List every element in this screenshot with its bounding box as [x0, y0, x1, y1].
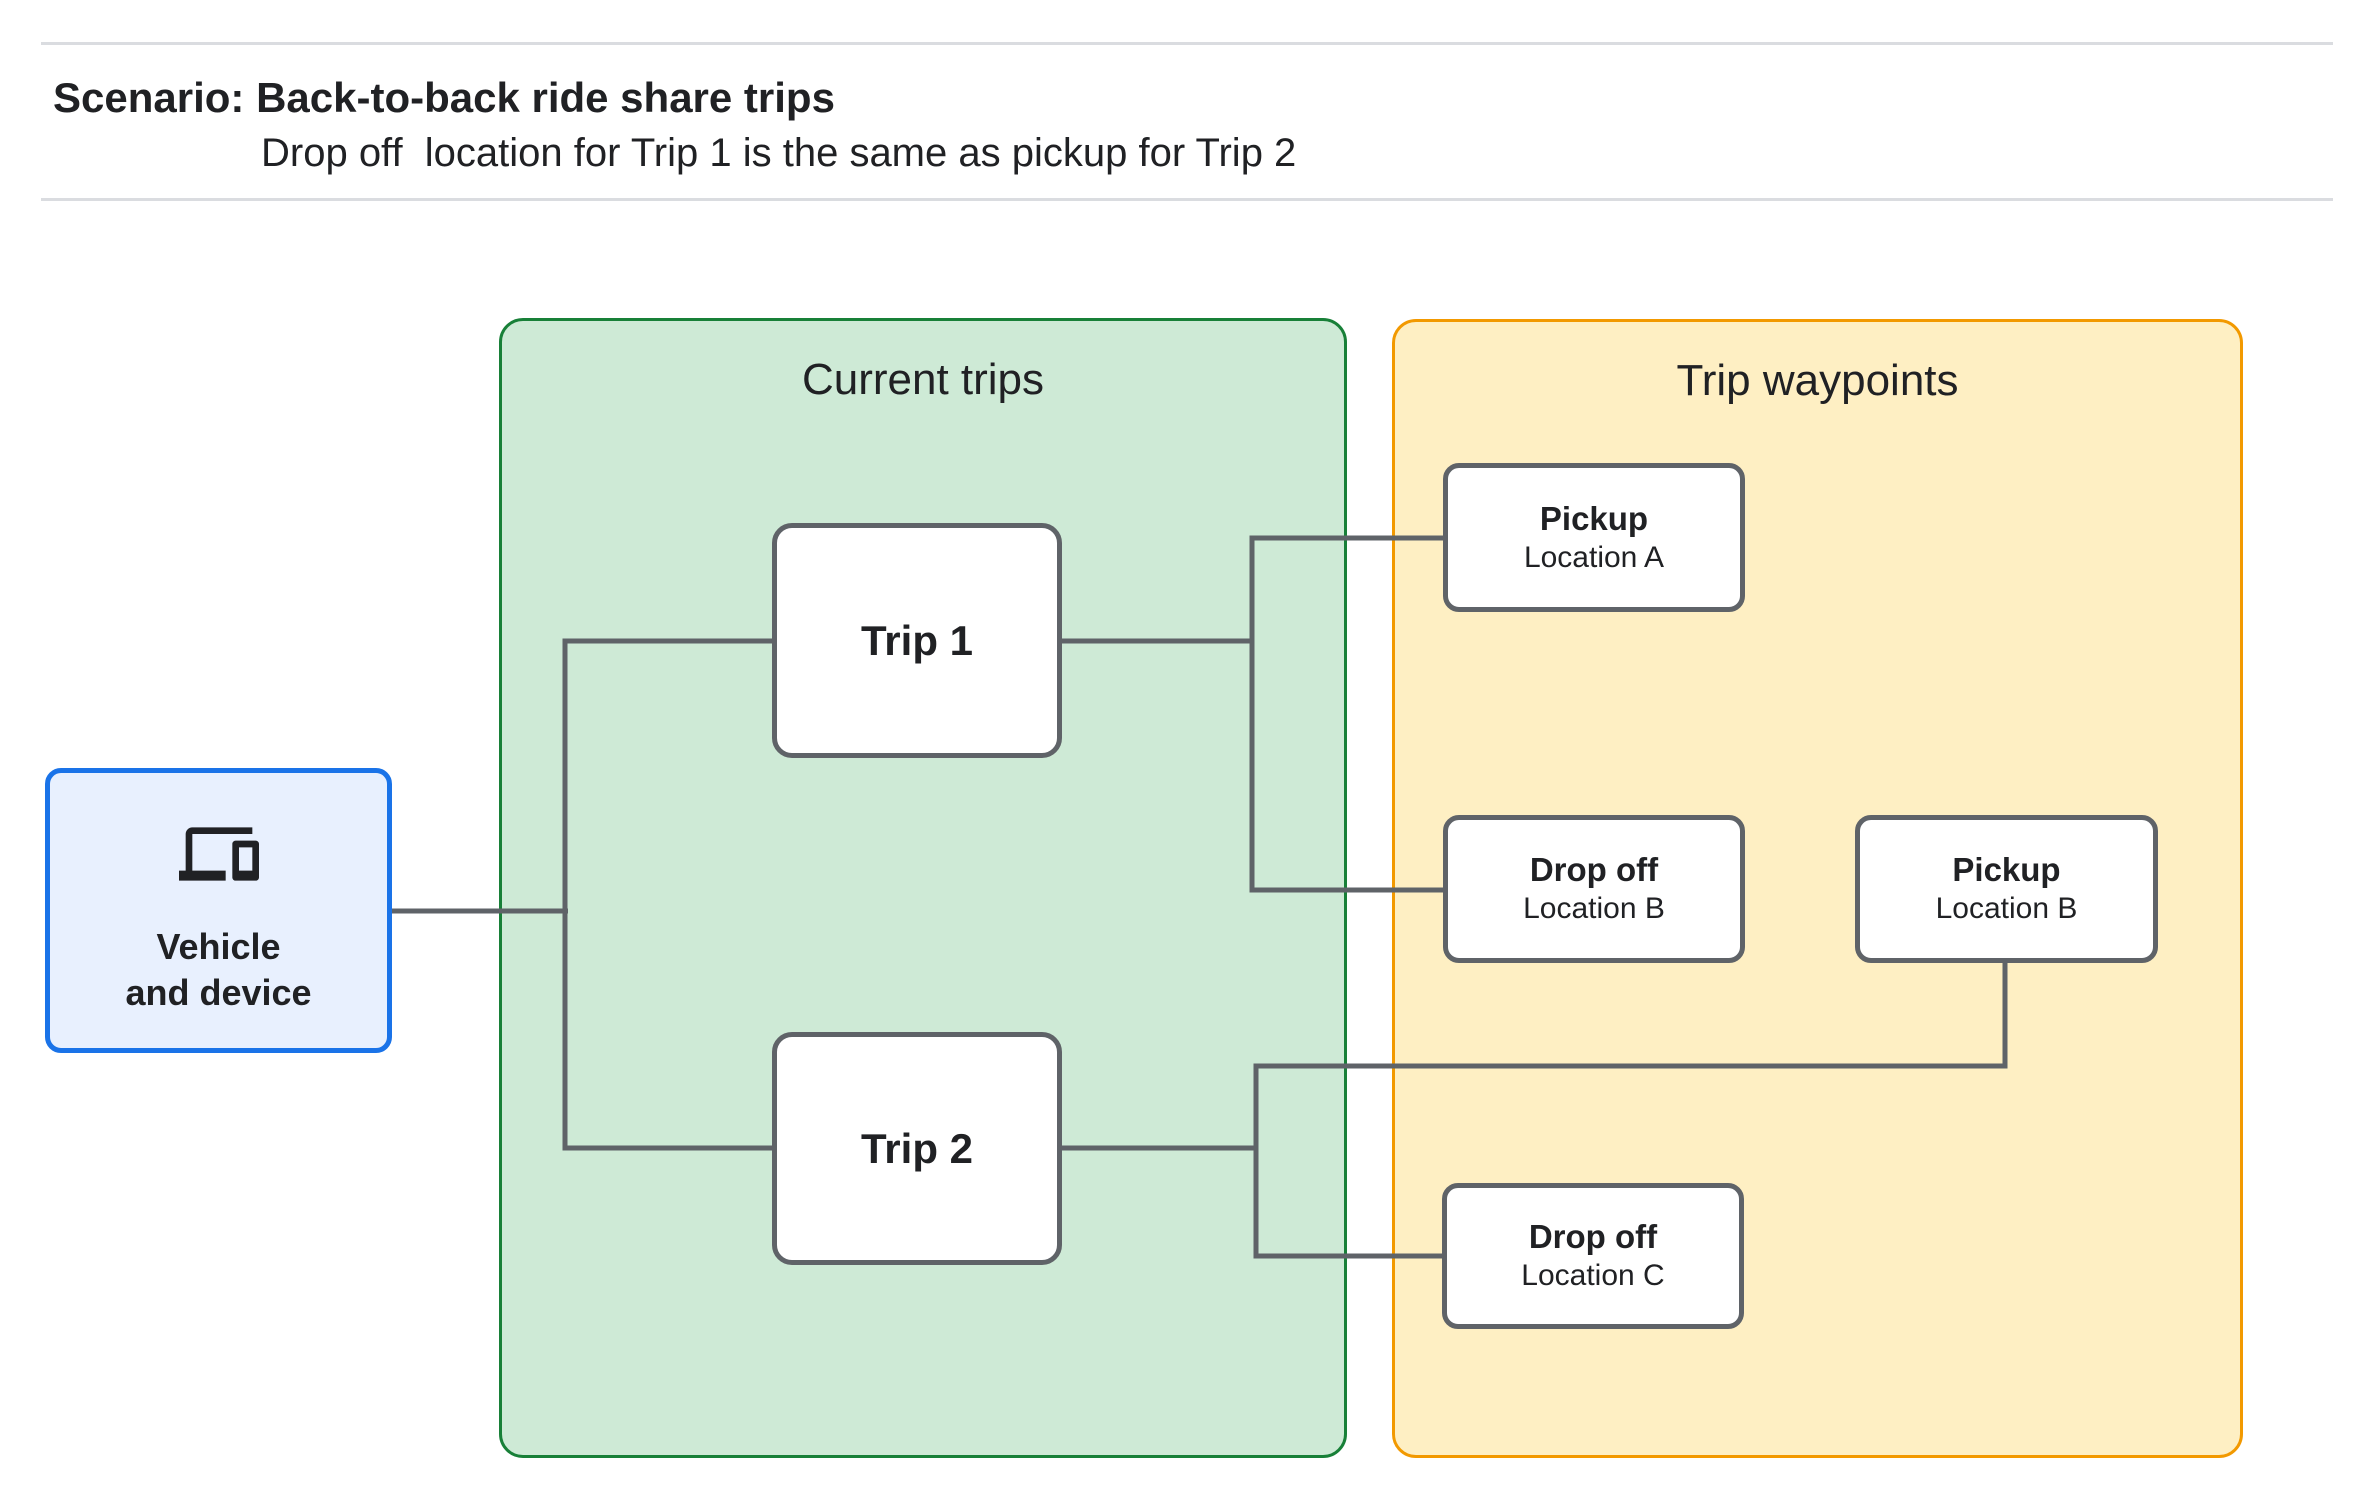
waypoint-title: Pickup — [1952, 851, 2061, 888]
waypoint-pickup-location-a: Pickup Location A — [1443, 463, 1745, 612]
waypoint-title: Drop off — [1528, 1218, 1658, 1255]
vehicle-label: Vehicle and device — [125, 924, 311, 1016]
vehicle-label-line1: Vehicle — [156, 926, 281, 967]
page-title: Scenario: Back-to-back ride share trips — [53, 74, 835, 121]
trip-waypoints-title: Trip waypoints — [1676, 356, 1959, 405]
trip-2-node: Trip 2 — [772, 1032, 1062, 1265]
vehicle-label-line2: and device — [125, 972, 312, 1013]
divider-top — [41, 42, 2333, 45]
waypoint-subtitle: Location C — [1521, 1259, 1665, 1292]
trip-2-label: Trip 2 — [860, 1124, 974, 1172]
waypoint-dropoff-location-b: Drop off Location B — [1443, 815, 1745, 963]
waypoint-subtitle: Location A — [1523, 540, 1665, 574]
waypoint-dropoff-location-c: Drop off Location C — [1442, 1183, 1744, 1329]
divider-bottom — [41, 198, 2333, 201]
waypoint-title: Pickup — [1539, 499, 1649, 537]
devices-icon — [178, 827, 259, 881]
waypoint-title: Drop off — [1529, 851, 1659, 888]
vehicle-and-device-node: Vehicle and device — [45, 768, 392, 1053]
page-subtitle: Drop off location for Trip 1 is the same… — [261, 131, 1297, 175]
current-trips-container: Current trips — [499, 318, 1347, 1458]
connector-junction-to-pickup-a-dropoff-b — [1249, 535, 1443, 893]
trip-1-label: Trip 1 — [860, 616, 974, 664]
waypoint-subtitle: Location B — [1523, 892, 1665, 925]
trip-1-node: Trip 1 — [772, 523, 1062, 758]
current-trips-title: Current trips — [801, 355, 1045, 404]
waypoint-pickup-location-b: Pickup Location B — [1855, 815, 2158, 963]
connector-junction-to-pickup-b-dropoff-c — [1253, 961, 2008, 1259]
connector-split-to-trips — [562, 638, 772, 1151]
waypoint-subtitle: Location B — [1935, 892, 2078, 925]
